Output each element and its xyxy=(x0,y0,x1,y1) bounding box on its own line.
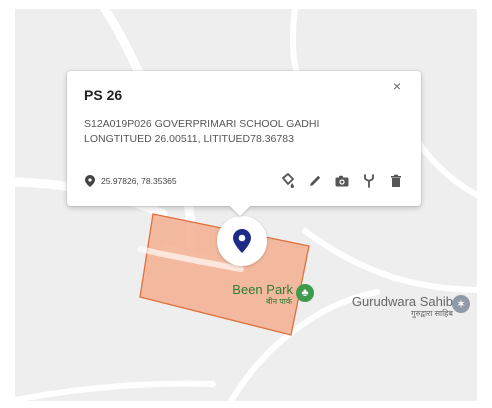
fork-icon[interactable] xyxy=(361,173,377,189)
park-subtitle: बीन पार्क xyxy=(265,297,292,306)
description-line-1: S12A019P026 GOVERPRIMARI SCHOOL GADHI xyxy=(84,118,320,130)
gurudwara-name: Gurudwara Sahib xyxy=(351,294,453,309)
gurudwara-label[interactable]: Gurudwara Sahib गुरुद्वारा साहिब xyxy=(328,294,453,319)
popup-title: PS 26 xyxy=(84,87,123,103)
description-line-2: LONGTITUED 26.00511, LITITUED78.36783 xyxy=(84,133,294,145)
place-of-worship-icon[interactable]: ✶ xyxy=(452,295,470,313)
close-button[interactable]: × xyxy=(392,78,402,94)
info-popup: × PS 26 S12A019P026 GOVERPRIMARI SCHOOL … xyxy=(67,71,421,206)
park-name: Been Park xyxy=(232,282,293,297)
pencil-icon[interactable] xyxy=(307,173,323,189)
park-icon[interactable]: ♣ xyxy=(296,284,314,302)
trash-icon[interactable] xyxy=(388,173,404,189)
park-label[interactable]: Been Park बीन पार्क xyxy=(217,282,293,307)
popup-footer: 25.97826, 78.35365 xyxy=(84,172,404,190)
location-marker[interactable] xyxy=(217,216,267,266)
paint-bucket-icon[interactable] xyxy=(280,173,296,189)
map-pin-icon xyxy=(233,229,251,253)
camera-icon[interactable] xyxy=(334,173,350,189)
gurudwara-subtitle: गुरुद्वारा साहिब xyxy=(411,309,453,318)
action-toolbar xyxy=(280,173,404,189)
location-pin-icon xyxy=(85,175,95,187)
popup-description: S12A019P026 GOVERPRIMARI SCHOOL GADHI LO… xyxy=(84,117,404,147)
coordinates: 25.97826, 78.35365 xyxy=(85,172,177,190)
coordinates-text: 25.97826, 78.35365 xyxy=(101,176,177,186)
